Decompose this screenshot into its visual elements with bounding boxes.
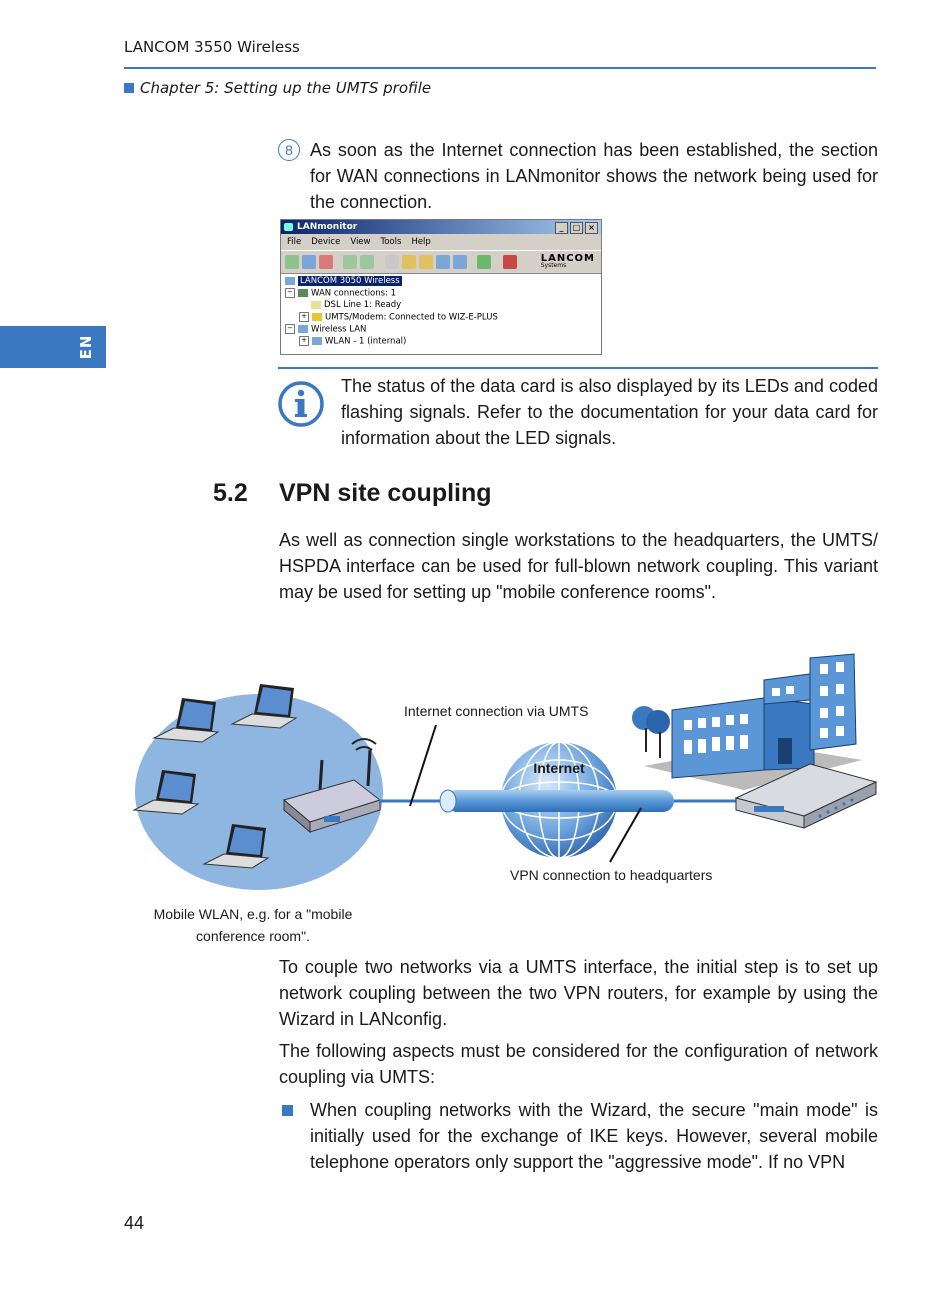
tree-item-wlan[interactable]: − Wireless LAN [285, 324, 366, 335]
window-controls: _ □ × [555, 222, 598, 234]
lancom-logo: LANCOM Systems [541, 253, 595, 269]
toolbar-monitor-icon[interactable] [453, 255, 467, 269]
header-divider [124, 67, 876, 69]
step-text: As soon as the Internet connection has b… [310, 140, 878, 212]
tree-item-wan[interactable]: − WAN connections: 1 [285, 288, 396, 299]
step-number-badge: 8 [278, 139, 300, 161]
toolbar-key-icon[interactable] [402, 255, 416, 269]
section-number: 5.2 [213, 479, 248, 507]
expand-icon[interactable]: + [299, 312, 309, 322]
tree-label: LANCOM 3050 Wireless [298, 276, 402, 286]
expand-icon[interactable]: + [299, 336, 309, 346]
tree-item-wlan1[interactable]: + WLAN - 1 (internal) [299, 336, 406, 347]
section-title: VPN site coupling [279, 479, 492, 507]
tree-label: WAN connections: 1 [311, 288, 397, 299]
menu-help[interactable]: Help [411, 237, 431, 247]
router-icon [285, 276, 295, 285]
info-icon [278, 381, 324, 427]
toolbar-search-icon[interactable] [302, 255, 316, 269]
language-tab: EN [0, 326, 106, 368]
tree-item-dsl[interactable]: DSL Line 1: Ready [311, 300, 401, 310]
chapter-header: Chapter 5: Setting up the UMTS profile [124, 79, 431, 97]
menu-bar: File Device View Tools Help [281, 234, 601, 250]
tree-item-device[interactable]: LANCOM 3050 Wireless [285, 276, 402, 286]
window-title: LANmonitor [297, 222, 358, 232]
headquarters-building-icon [632, 653, 862, 790]
menu-view[interactable]: View [350, 237, 371, 247]
page-number: 44 [124, 1213, 145, 1233]
maximize-icon[interactable]: □ [570, 222, 583, 234]
tree-label: DSL Line 1: Ready [324, 300, 402, 310]
bullet-text-main-mode: When coupling networks with the Wizard, … [310, 1100, 878, 1172]
collapse-icon[interactable]: − [285, 324, 295, 334]
window-titlebar: LANmonitor _ □ × [281, 220, 601, 234]
laptop-icon [230, 684, 298, 729]
toolbar-lock-icon[interactable] [385, 255, 399, 269]
chapter-title: Chapter 5: Setting up the UMTS profile [140, 79, 432, 97]
close-icon[interactable]: × [585, 222, 598, 234]
paragraph-network-coupling: To couple two networks via a UMTS interf… [279, 957, 878, 1029]
vpn-tunnel-icon [439, 789, 674, 813]
tree-label: UMTS/Modem: Connected to WIZ-E-PLUS [325, 312, 498, 323]
caption-umts-connection: Internet connection via UMTS [404, 703, 589, 719]
toolbar-wizard-icon[interactable] [419, 255, 433, 269]
collapse-icon[interactable]: − [285, 288, 295, 298]
brand-subtitle: Systems [540, 262, 567, 269]
toolbar-network-icon[interactable] [436, 255, 450, 269]
arrow-icon [312, 313, 322, 321]
toolbar-refresh-icon[interactable] [477, 255, 491, 269]
globe-label: Internet [533, 760, 585, 776]
paragraph-aspects: The following aspects must be considered… [279, 1041, 878, 1087]
menu-file[interactable]: File [287, 237, 302, 247]
section-intro: As well as connection single workstation… [279, 530, 878, 602]
dsl-icon [311, 300, 321, 309]
laptop-icon [202, 824, 270, 869]
app-icon [284, 223, 293, 231]
wlan-area [135, 694, 383, 890]
toolbar: LANCOM Systems [281, 250, 601, 274]
laptop-icon [132, 770, 200, 815]
caption-vpn-connection: VPN connection to headquarters [510, 867, 713, 883]
menu-tools[interactable]: Tools [380, 237, 402, 247]
wireless-icon [298, 325, 308, 333]
wan-icon [298, 289, 308, 297]
language-tab-label: EN [77, 334, 95, 360]
info-divider [278, 367, 878, 369]
info-note-text: The status of the data card is also disp… [341, 376, 878, 448]
toolbar-connect-icon[interactable] [285, 255, 299, 269]
minimize-icon[interactable]: _ [555, 222, 568, 234]
tree-item-umts[interactable]: + UMTS/Modem: Connected to WIZ-E-PLUS [299, 312, 498, 323]
toolbar-delete-icon[interactable] [319, 255, 333, 269]
brand-name: LANCOM [540, 253, 595, 264]
caption-mobile-wlan-line2: conference room". [196, 928, 310, 944]
square-bullet-icon [124, 83, 134, 93]
running-header-title: LANCOM 3550 Wireless [124, 38, 300, 56]
tree-label: WLAN - 1 (internal) [325, 336, 407, 347]
toolbar-stop-icon[interactable] [503, 255, 517, 269]
device-tree: LANCOM 3050 Wireless − WAN connections: 1… [281, 274, 601, 347]
tree-label: Wireless LAN [311, 324, 367, 335]
wireless-icon [312, 337, 322, 345]
wireless-router-icon [282, 738, 382, 834]
vpn-coupling-diagram: Internet [132, 653, 878, 890]
toolbar-chart2-icon[interactable] [360, 255, 374, 269]
caption-mobile-wlan-line1: Mobile WLAN, e.g. for a "mobile [153, 906, 353, 922]
laptop-icon [152, 698, 220, 743]
vpn-router-icon [734, 763, 878, 829]
lanmonitor-screenshot: LANmonitor _ □ × File Device View Tools … [280, 219, 602, 355]
toolbar-chart-icon[interactable] [343, 255, 357, 269]
caption-mobile-wlan: Mobile WLAN, e.g. for a "mobile conferen… [140, 903, 366, 947]
square-bullet-icon [282, 1105, 293, 1116]
menu-device[interactable]: Device [311, 237, 341, 247]
